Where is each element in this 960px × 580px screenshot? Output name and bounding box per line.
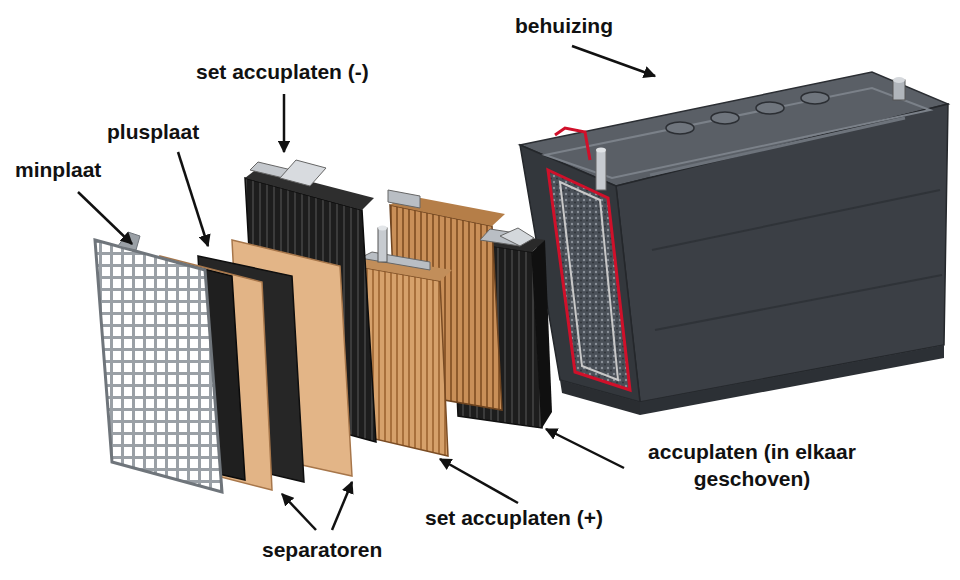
leader-arrows [78, 46, 655, 530]
grid-plate [95, 232, 222, 492]
part-label: behuizing [515, 12, 613, 39]
part-label: set accuplaten (-) [196, 58, 369, 85]
battery-housing [520, 72, 948, 415]
part-label: separatoren [262, 536, 382, 563]
part-label: plusplaat [107, 118, 199, 145]
part-label: minplaat [15, 156, 101, 183]
part-label: accuplaten (in elkaar geschoven) [632, 438, 872, 493]
part-label: set accuplaten (+) [425, 504, 603, 531]
